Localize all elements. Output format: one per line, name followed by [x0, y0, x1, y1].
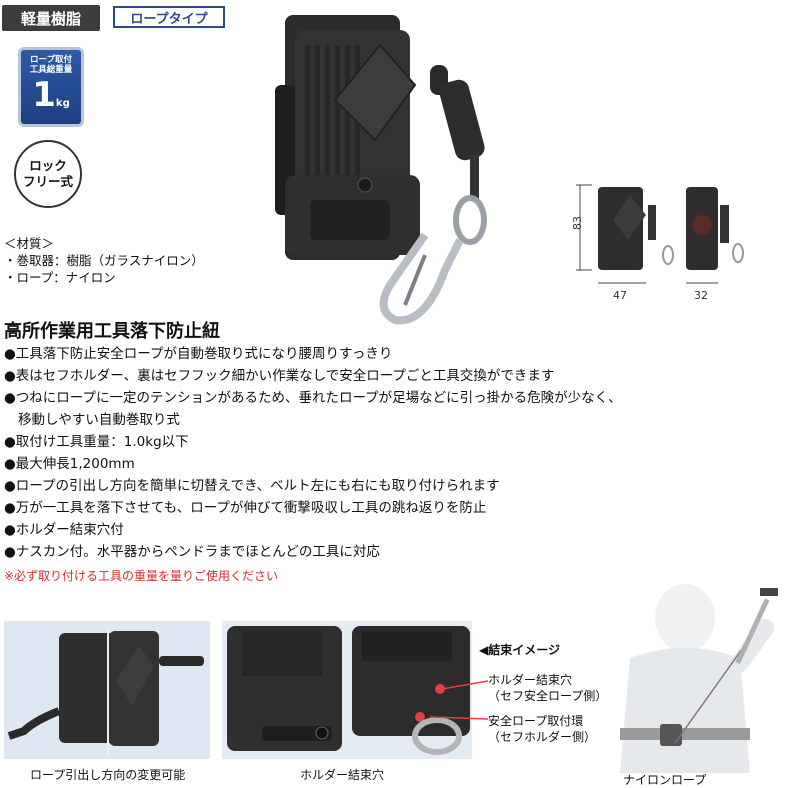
- list-item: ●ナスカン付。水平器からペンドラまでほとんどの工具に対応: [4, 544, 380, 560]
- list-item: ●ホルダー結束穴付: [4, 522, 124, 538]
- list-item: ●最大伸長1,200mm: [4, 456, 135, 472]
- caption-direction: ロープ引出し方向の変更可能: [30, 768, 186, 782]
- photo-binding-hole: [222, 621, 472, 759]
- badge-line2: 工具総重量: [29, 65, 73, 75]
- material-item: ・ロープ：ナイロン: [4, 270, 116, 285]
- dimension-diagram: 83 47 32: [571, 184, 744, 302]
- type-tag: ロープタイプ: [113, 6, 225, 28]
- page-title: 高所作業用工具落下防止紐: [4, 321, 220, 342]
- dim-depth: 32: [694, 289, 708, 302]
- badge-line1: ロープ取付: [30, 55, 72, 65]
- weight-badge: ロープ取付 工具総重量 1kg: [18, 47, 84, 127]
- caption-nylon-rope: ナイロンロープ: [623, 773, 707, 787]
- material-title: ＜材質＞: [4, 236, 55, 251]
- material-list: ＜材質＞ ・巻取器：樹脂（ガラスナイロン） ・ロープ：ナイロン: [4, 235, 204, 286]
- dim-width: 47: [613, 289, 627, 302]
- list-item: ●つねにロープに一定のテンションがあるため、垂れたロープが足場などに引っ掛かる危…: [4, 390, 622, 406]
- badge-value: 1kg: [32, 75, 70, 115]
- list-item: ●表はセフホルダー、裏はセフフック細かい作業なしで安全ロープごと工具交換ができま…: [4, 368, 555, 384]
- dim-height: 83: [571, 216, 584, 230]
- rope-ring-label: 安全ロープ取付環 （セフホルダー側）: [488, 714, 597, 744]
- annotation-lines: [430, 680, 489, 720]
- lock-free-badge: ロック フリー式: [14, 140, 82, 208]
- binding-hole-label: ホルダー結束穴 （セフ安全ロープ側）: [488, 673, 608, 703]
- caption-binding-hole: ホルダー結束穴: [300, 768, 385, 782]
- person-illustration: [620, 584, 778, 773]
- lock-line2: フリー式: [22, 174, 73, 189]
- badge-unit: kg: [55, 98, 70, 109]
- material-tag: 軽量樹脂: [2, 5, 100, 31]
- feature-list: ●工具落下防止安全ロープが自動巻取り式になり腰周りすっきり ●表はセフホルダー、…: [4, 343, 784, 563]
- lock-line1: ロック: [29, 158, 67, 173]
- list-item: ●ロープの引出し方向を簡単に切替えでき、ベルト左にも右にも取り付けられます: [4, 478, 500, 494]
- list-item: ●万が一工具を落下させても、ロープが伸びて衝撃吸収し工具の跳ね返りを防止: [4, 500, 487, 516]
- product-image: [275, 15, 487, 325]
- binding-image-title: ◀結束イメージ: [479, 643, 560, 657]
- caution-note: ※必ず取り付ける工具の重量を量りご使用ください: [4, 569, 279, 583]
- photo-direction-change: [4, 621, 210, 759]
- list-item: 移動しやすい自動巻取り式: [18, 412, 180, 428]
- list-item: ●取付け工具重量：1.0kg以下: [4, 434, 189, 450]
- material-item: ・巻取器：樹脂（ガラスナイロン）: [4, 253, 204, 268]
- list-item: ●工具落下防止安全ロープが自動巻取り式になり腰周りすっきり: [4, 346, 393, 362]
